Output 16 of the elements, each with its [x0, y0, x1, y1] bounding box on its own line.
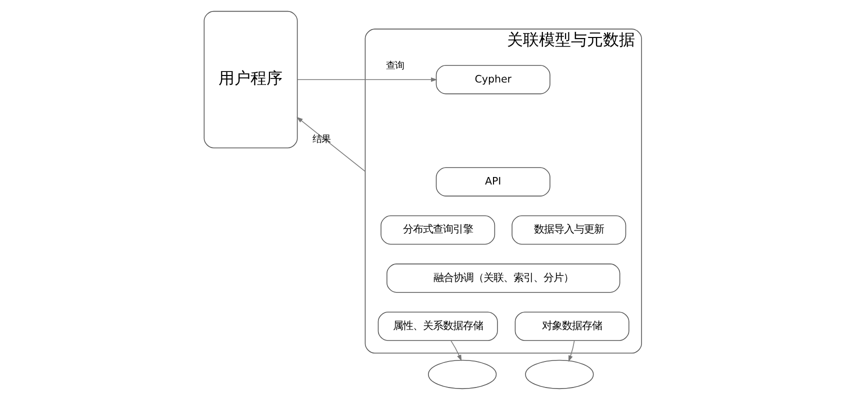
node-box: 属性、关系数据存储 — [378, 312, 498, 341]
node-circle — [525, 360, 594, 390]
node-box: 用户程序 — [204, 10, 298, 148]
edge-label: 查询 — [386, 60, 404, 72]
node-box: 对象数据存储 — [514, 312, 630, 341]
node-circle — [428, 360, 497, 390]
arrow — [296, 116, 366, 172]
node-box: 数据导入与更新 — [512, 215, 626, 245]
node-box: Cypher — [436, 65, 550, 94]
arrow — [568, 340, 575, 362]
edge-label: 结果 — [312, 134, 330, 145]
node-box: API — [436, 167, 550, 196]
arrow — [296, 77, 438, 82]
node-box: 融合协调（关联、索引、分片） — [386, 264, 620, 293]
arrow — [450, 340, 462, 362]
node-box: 分布式查询引擎 — [380, 215, 496, 245]
